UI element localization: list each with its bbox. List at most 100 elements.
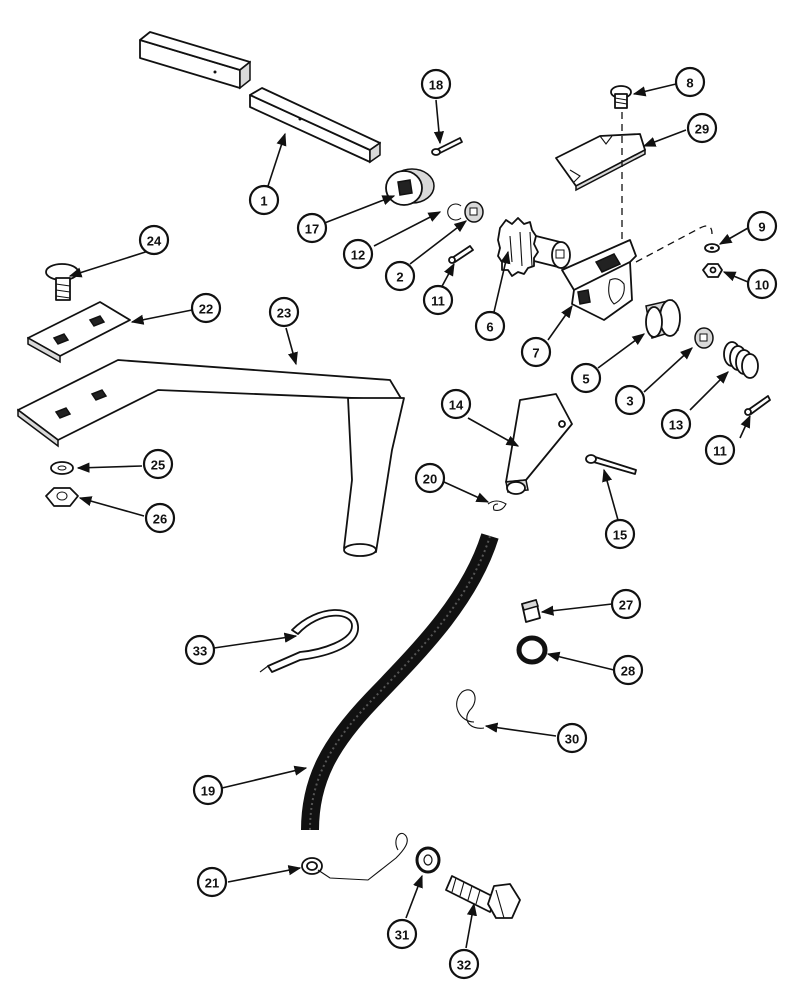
part-grommet: [516, 635, 548, 665]
callout-6: 6: [474, 310, 506, 342]
part-cotter-pin-long: [585, 454, 637, 475]
svg-text:31: 31: [395, 928, 409, 943]
callout-30: 30: [556, 722, 588, 754]
part-funnel: [505, 393, 573, 495]
callout-31: 31: [386, 918, 418, 950]
part-slotted-plate: [555, 133, 646, 192]
callout-13: 13: [660, 408, 692, 440]
callout-25: 25: [142, 448, 174, 480]
callout-33: 33: [184, 634, 216, 666]
leader-lines: [68, 83, 751, 949]
dashed-line-nut: [635, 225, 713, 263]
svg-text:32: 32: [457, 958, 471, 973]
svg-text:6: 6: [486, 320, 493, 335]
part-hex-nut-26: [45, 487, 79, 507]
svg-text:19: 19: [201, 784, 215, 799]
svg-text:8: 8: [686, 76, 693, 91]
callout-8: 8: [674, 66, 706, 98]
part-spring-clip: [456, 689, 485, 729]
part-bar-upper: [139, 31, 251, 90]
part-spring: [723, 341, 759, 379]
svg-text:25: 25: [151, 458, 165, 473]
svg-text:5: 5: [582, 372, 589, 387]
svg-text:20: 20: [423, 472, 437, 487]
part-screw-8: [610, 85, 632, 109]
part-hex-bolt: [445, 875, 521, 919]
callout-14: 14: [440, 388, 472, 420]
svg-text:11: 11: [713, 444, 727, 459]
svg-text:28: 28: [621, 664, 635, 679]
callout-9: 9: [746, 210, 778, 242]
part-clamp-plate: [27, 301, 131, 364]
svg-text:1: 1: [260, 194, 267, 209]
svg-text:17: 17: [305, 222, 319, 237]
svg-text:12: 12: [351, 248, 365, 263]
part-hose: [301, 533, 499, 831]
svg-text:9: 9: [758, 220, 765, 235]
part-bar-lower: [249, 87, 381, 164]
svg-text:18: 18: [429, 78, 443, 93]
svg-text:29: 29: [695, 122, 709, 137]
part-washer-square-2: [464, 201, 484, 223]
part-pin-11-upper: [448, 245, 474, 264]
part-hub: [385, 168, 435, 206]
callout-11-lower: 11: [704, 434, 736, 466]
part-bracket: [561, 239, 637, 321]
svg-text:14: 14: [449, 398, 464, 413]
part-lock-washer-25: [50, 461, 74, 475]
svg-text:3: 3: [626, 394, 633, 409]
svg-text:2: 2: [396, 270, 403, 285]
callout-21: 21: [196, 866, 228, 898]
callout-23: 23: [268, 296, 300, 328]
callout-27: 27: [610, 588, 642, 620]
callout-5: 5: [570, 362, 602, 394]
callout-22: 22: [190, 292, 222, 324]
svg-text:26: 26: [153, 512, 167, 527]
callout-18: 18: [420, 68, 452, 100]
callout-26: 26: [144, 502, 176, 534]
callout-3: 3: [614, 384, 646, 416]
svg-text:13: 13: [669, 418, 683, 433]
callout-7: 7: [520, 336, 552, 368]
callout-15: 15: [604, 518, 636, 550]
svg-text:27: 27: [619, 598, 633, 613]
callout-17: 17: [296, 212, 328, 244]
part-cotter-pin-small: [431, 137, 463, 156]
part-carriage-bolt: [45, 263, 79, 301]
part-retaining-spring: [301, 832, 408, 881]
callout-11-upper: 11: [422, 284, 454, 316]
part-nut-10: [702, 263, 723, 278]
part-hose-clip: [487, 500, 507, 511]
callout-20: 20: [414, 462, 446, 494]
callout-29: 29: [686, 112, 718, 144]
part-strap: [259, 609, 359, 673]
part-washer-3: [694, 327, 714, 349]
svg-text:22: 22: [199, 302, 213, 317]
svg-text:30: 30: [565, 732, 579, 747]
callout-12: 12: [342, 238, 374, 270]
svg-text:11: 11: [431, 294, 445, 309]
callout-28: 28: [612, 654, 644, 686]
svg-text:24: 24: [147, 234, 162, 249]
svg-text:21: 21: [205, 876, 219, 891]
part-bushing: [645, 299, 681, 339]
callout-2: 2: [384, 260, 416, 292]
svg-text:33: 33: [193, 644, 207, 659]
part-spline-shaft: [497, 217, 571, 277]
part-c-clip: [447, 203, 462, 221]
part-lock-washer-9: [704, 243, 720, 253]
svg-text:10: 10: [755, 278, 769, 293]
svg-text:15: 15: [613, 528, 627, 543]
part-pin-11-lower: [744, 395, 771, 416]
svg-text:7: 7: [532, 346, 539, 361]
callout-32: 32: [448, 948, 480, 980]
svg-text:23: 23: [277, 306, 291, 321]
callout-19: 19: [192, 774, 224, 806]
callout-10: 10: [746, 268, 778, 300]
part-washer-31: [415, 846, 441, 874]
part-cap: [521, 599, 541, 623]
callout-1: 1: [248, 184, 280, 216]
callout-24: 24: [138, 224, 170, 256]
part-support-bracket: [17, 359, 405, 557]
